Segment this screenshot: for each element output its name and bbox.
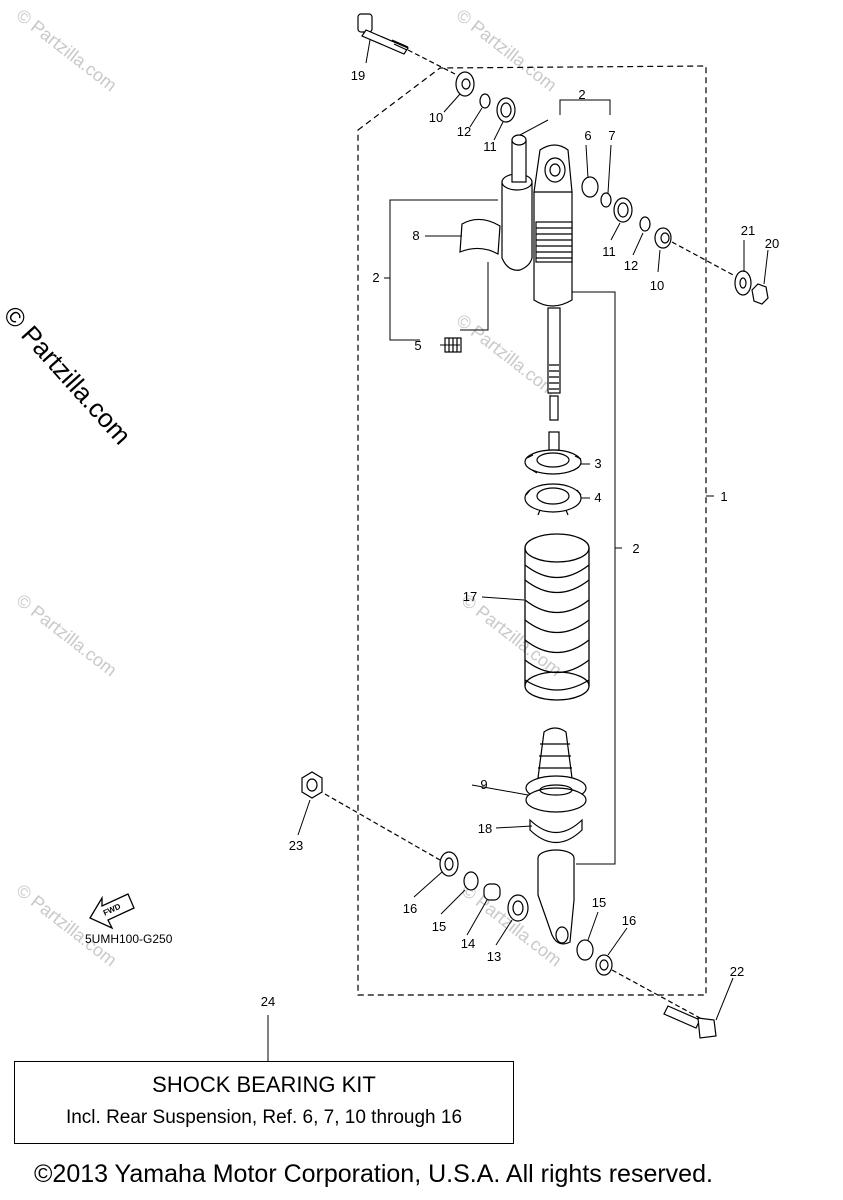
collar-10-right — [654, 227, 672, 249]
callout-11: 11 — [483, 139, 497, 154]
shock-bearing-kit-box: SHOCK BEARING KIT Incl. Rear Suspension,… — [14, 1061, 514, 1144]
callout-5: 5 — [414, 338, 421, 353]
washer-16-left — [439, 851, 459, 877]
callout-2: 2 — [632, 541, 639, 556]
circlip-12-top — [479, 93, 491, 109]
callout-10: 10 — [650, 278, 664, 293]
kit-note: Incl. Rear Suspension, Ref. 6, 7, 10 thr… — [65, 1107, 463, 1128]
callout-9: 9 — [480, 777, 487, 792]
callout-13: 13 — [487, 949, 501, 964]
kit-title: SHOCK BEARING KIT — [152, 1072, 376, 1097]
callout-numbers: 19 10 12 11 2 6 7 8 2 11 12 10 21 20 5 3… — [261, 68, 779, 1009]
shock-body — [533, 144, 573, 451]
callout-1: 1 — [720, 489, 727, 504]
clip-18 — [529, 818, 583, 843]
spring-seat-9 — [525, 775, 587, 813]
callout-19: 19 — [351, 68, 365, 83]
callout-17: 17 — [463, 589, 477, 604]
circlip-12-right — [639, 216, 651, 232]
collar-10-top — [455, 71, 475, 97]
label-sleeve-8 — [459, 218, 501, 255]
leader-lines — [267, 39, 769, 1061]
callout-10: 10 — [429, 110, 443, 125]
callout-20: 20 — [765, 236, 779, 251]
callout-3: 3 — [594, 456, 601, 471]
callout-2: 2 — [578, 87, 585, 102]
callout-15: 15 — [432, 919, 446, 934]
callout-7: 7 — [608, 128, 615, 143]
callout-6: 6 — [584, 128, 591, 143]
callout-23: 23 — [289, 838, 303, 853]
callout-21: 21 — [741, 223, 755, 238]
ring-nut-3 — [524, 449, 582, 475]
callout-4: 4 — [594, 490, 601, 505]
callout-14: 14 — [461, 936, 475, 951]
bump-stop — [537, 727, 573, 779]
fwd-arrow-icon — [89, 893, 135, 930]
bearing-13 — [507, 894, 529, 922]
collar-15-left — [463, 871, 479, 891]
nut-20 — [751, 283, 769, 305]
washer-21 — [734, 270, 752, 296]
nut-23 — [301, 771, 323, 799]
ring-nut-4 — [524, 483, 582, 516]
callout-16: 16 — [403, 901, 417, 916]
bearing-11-top — [496, 97, 516, 123]
bolt-22 — [663, 1005, 717, 1039]
callout-22: 22 — [730, 964, 744, 979]
callout-12: 12 — [624, 258, 638, 273]
bearing-11-right — [613, 197, 633, 223]
callout-18: 18 — [478, 821, 492, 836]
bolt-19 — [357, 13, 409, 55]
washer-7 — [600, 192, 612, 208]
reservoir-tank — [501, 134, 533, 271]
spring-17 — [524, 533, 590, 701]
copyright-notice: ©2013 Yamaha Motor Corporation, U.S.A. A… — [34, 1160, 713, 1188]
callout-2: 2 — [372, 270, 379, 285]
callout-24: 24 — [261, 994, 275, 1009]
callout-8: 8 — [412, 228, 419, 243]
assembly-outline — [357, 65, 707, 996]
bushing-14 — [483, 883, 501, 901]
bushing-6 — [581, 176, 599, 198]
callout-11: 11 — [602, 244, 616, 259]
callout-15: 15 — [592, 895, 606, 910]
callout-16: 16 — [622, 913, 636, 928]
callout-12: 12 — [457, 124, 471, 139]
lower-clevis — [537, 849, 575, 945]
collar-15-right — [576, 939, 594, 961]
diagram-code: 5UMH100-G250 — [85, 932, 173, 946]
washer-16-right — [595, 954, 613, 976]
